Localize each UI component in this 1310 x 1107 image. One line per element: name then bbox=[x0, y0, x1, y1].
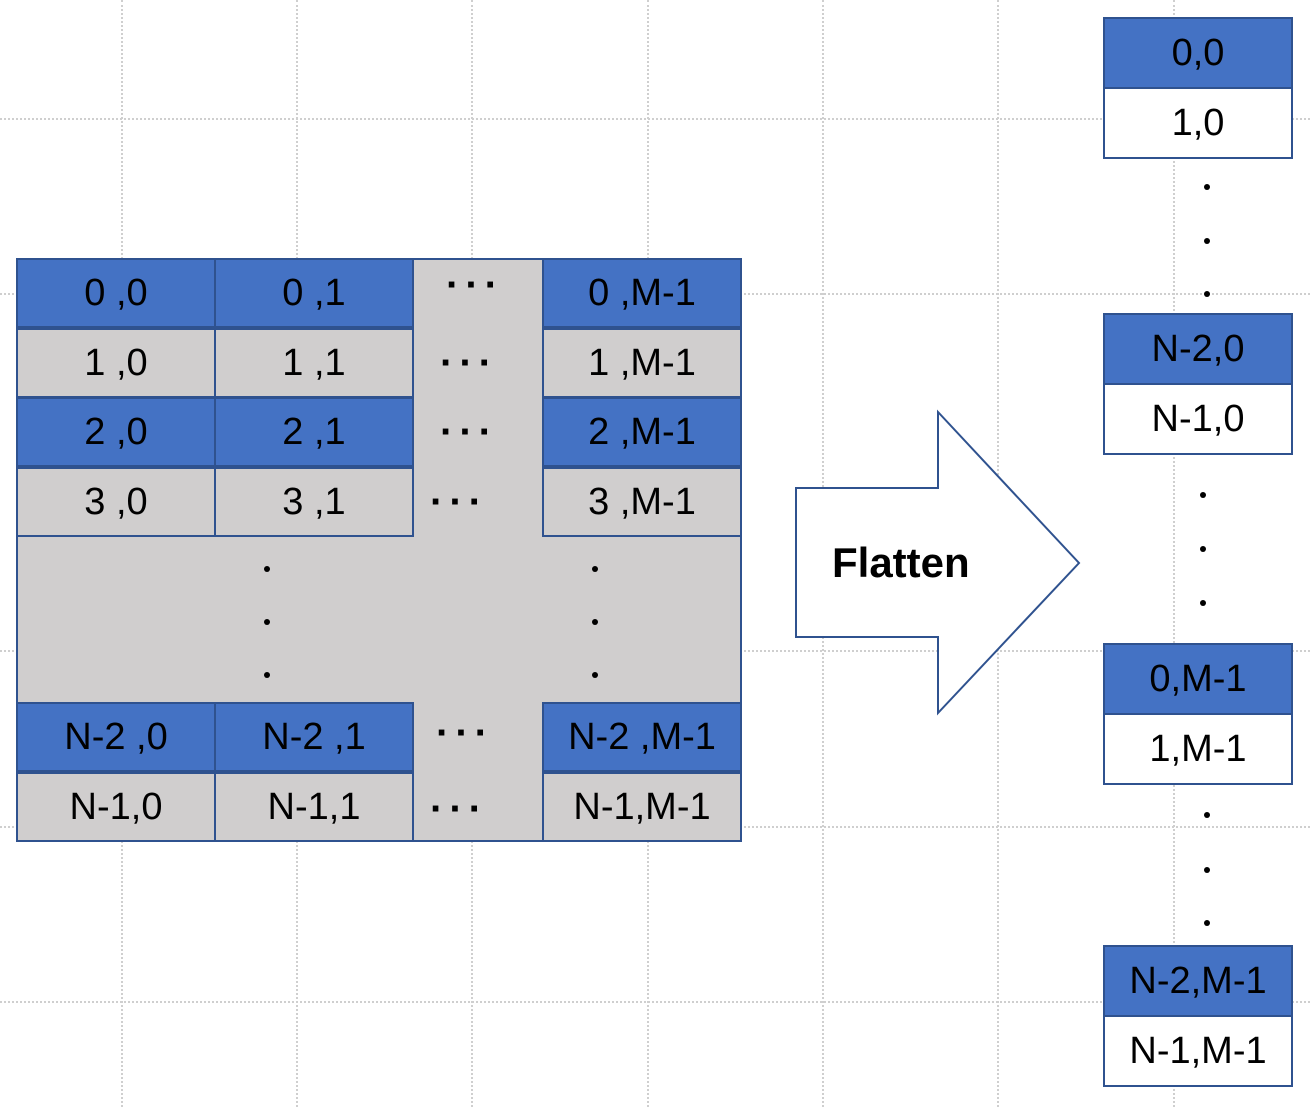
horizontal-ellipsis: ··· bbox=[440, 341, 498, 385]
vertical-ellipsis-dot bbox=[1200, 492, 1206, 498]
matrix-cell: 1 ,1 bbox=[214, 328, 414, 398]
flatten-label: Flatten bbox=[832, 539, 970, 586]
matrix-cell: 2 ,1 bbox=[214, 397, 414, 467]
matrix-cell: N-2 ,M-1 bbox=[542, 702, 742, 772]
matrix-cell: 2 ,0 bbox=[16, 397, 216, 467]
matrix-cell: N-2 ,1 bbox=[214, 702, 414, 772]
vector-cell: N-2,M-1 bbox=[1103, 945, 1293, 1017]
matrix-cell: 0 ,M-1 bbox=[542, 258, 742, 328]
vertical-ellipsis-dot bbox=[1204, 184, 1210, 190]
vertical-ellipsis-dot bbox=[264, 619, 270, 625]
vertical-ellipsis-dot bbox=[592, 672, 598, 678]
vector-cell: 0,M-1 bbox=[1103, 643, 1293, 715]
vertical-ellipsis-dot bbox=[1204, 920, 1210, 926]
horizontal-ellipsis: ··· bbox=[446, 263, 504, 307]
matrix-cell: 0 ,0 bbox=[16, 258, 216, 328]
horizontal-ellipsis: ··· bbox=[430, 787, 488, 831]
guide-line bbox=[0, 1001, 1310, 1003]
vector-cell: N-2,0 bbox=[1103, 313, 1293, 385]
matrix-cell: N-1,1 bbox=[214, 772, 414, 842]
vertical-ellipsis-dot bbox=[1200, 600, 1206, 606]
vertical-ellipsis-dot bbox=[1200, 546, 1206, 552]
vertical-ellipsis-dot bbox=[1204, 291, 1210, 297]
matrix-cell: 1 ,0 bbox=[16, 328, 216, 398]
vertical-ellipsis-dot bbox=[264, 566, 270, 572]
matrix-cell: N-1,0 bbox=[16, 772, 216, 842]
vertical-ellipsis-dot bbox=[592, 566, 598, 572]
vertical-ellipsis-dot bbox=[1204, 238, 1210, 244]
matrix-cell: N-2 ,0 bbox=[16, 702, 216, 772]
vector-cell: 1,0 bbox=[1103, 87, 1293, 159]
vertical-ellipsis-dot bbox=[592, 619, 598, 625]
vertical-ellipsis-dot bbox=[264, 672, 270, 678]
matrix-cell: N-1,M-1 bbox=[542, 772, 742, 842]
vertical-ellipsis-dot bbox=[1204, 812, 1210, 818]
vector-cell: 0,0 bbox=[1103, 17, 1293, 89]
matrix-cell: 3 ,1 bbox=[214, 467, 414, 537]
matrix-cell: 3 ,M-1 bbox=[542, 467, 742, 537]
matrix-cell: 0 ,1 bbox=[214, 258, 414, 328]
horizontal-ellipsis: ··· bbox=[430, 480, 488, 524]
matrix-cell: 1 ,M-1 bbox=[542, 328, 742, 398]
horizontal-ellipsis: ··· bbox=[436, 711, 494, 755]
guide-line bbox=[1173, 0, 1175, 1107]
matrix-cell: 2 ,M-1 bbox=[542, 397, 742, 467]
guide-line bbox=[0, 118, 1310, 120]
horizontal-ellipsis: ··· bbox=[440, 410, 498, 454]
vector-cell: 1,M-1 bbox=[1103, 713, 1293, 785]
matrix-cell: 3 ,0 bbox=[16, 467, 216, 537]
arrow-shape bbox=[795, 409, 1081, 716]
vector-cell: N-1,M-1 bbox=[1103, 1015, 1293, 1087]
vertical-ellipsis-dot bbox=[1204, 867, 1210, 873]
vector-cell: N-1,0 bbox=[1103, 383, 1293, 455]
